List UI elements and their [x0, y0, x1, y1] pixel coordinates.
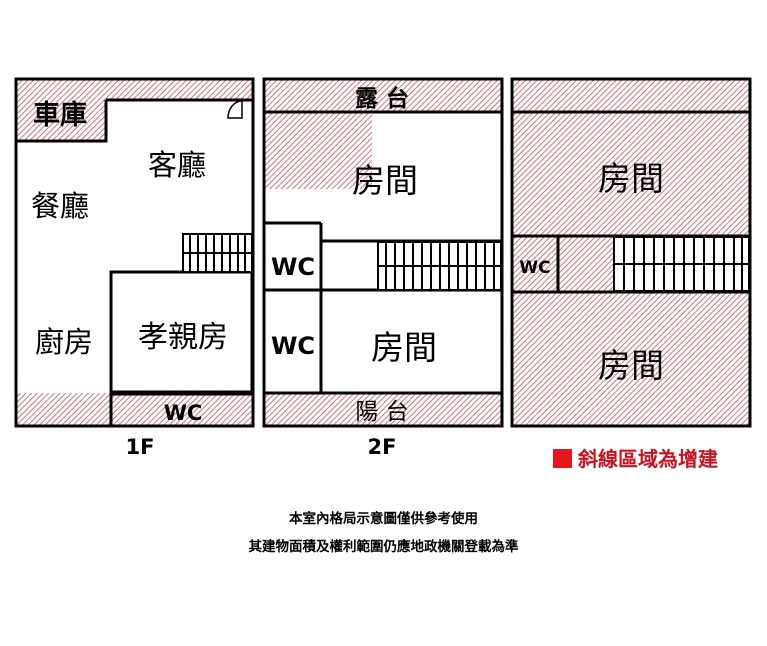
- floor-3f: 房間 WC 房間: [510, 77, 752, 428]
- room-label-kitchen: 廚房: [35, 325, 93, 359]
- room-label-wc-2f-upper: WC: [271, 253, 315, 281]
- room-label-room-2f-upper: 房間: [352, 161, 418, 200]
- disclaimer-line-2: 其建物面積及權利範圍仍應地政機關登載為準: [248, 539, 519, 555]
- hatch-wc-1f: [111, 393, 252, 425]
- room-label-parent-room: 孝親房: [138, 320, 228, 355]
- floor-1f: 車庫 客廳 餐廳 廚房 孝親房 WC 1F: [14, 77, 255, 459]
- floor-label-1f: 1F: [126, 435, 155, 459]
- room-label-room-3f-lower: 房間: [598, 346, 664, 385]
- hatch-3f-upper-room: [513, 112, 749, 236]
- stairs-2f: [377, 241, 502, 291]
- room-label-terrace: 露 台: [355, 85, 409, 112]
- room-label-room-3f-upper: 房間: [598, 159, 664, 198]
- hatch-garage: [17, 80, 106, 141]
- legend-swatch: [553, 449, 572, 468]
- hatch-terrace: [265, 79, 501, 112]
- room-label-wc-3f: WC: [519, 258, 550, 278]
- parent-room-wall: [109, 270, 254, 394]
- room-label-garage: 車庫: [33, 100, 87, 131]
- stairs-3f: [613, 236, 750, 292]
- hatch-3f-lower-room: [513, 292, 749, 426]
- legend-text: 斜線區域為增建: [577, 447, 718, 471]
- room-label-dining-room: 餐廳: [31, 189, 89, 223]
- disclaimer-line-1: 本室內格局示意圖僅供參考使用: [289, 511, 478, 527]
- hatch-balcony: [265, 393, 501, 426]
- hatch-bottom-left: [17, 393, 111, 425]
- stairs-1f: [182, 233, 253, 273]
- room-label-room-2f-lower: 房間: [371, 328, 437, 367]
- room-label-living-room: 客廳: [148, 148, 206, 182]
- hatch-top-strip: [106, 80, 252, 100]
- floor-2f: 露 台 房間 WC WC 房間 陽 台 2F: [262, 77, 504, 459]
- garage-wall: [17, 100, 108, 143]
- hatch-3f-wc: [513, 236, 558, 292]
- door-swing: [227, 100, 243, 119]
- legend: 斜線區域為增建: [553, 447, 718, 471]
- hatch-3f-top-strip: [513, 79, 749, 112]
- room-label-balcony: 陽 台: [355, 399, 408, 425]
- hatch-room-corner: [265, 113, 372, 189]
- room-label-wc-1f: WC: [164, 401, 203, 425]
- hatch-3f-hall: [558, 236, 614, 292]
- floor-label-2f: 2F: [368, 435, 397, 459]
- room-label-wc-2f-lower: WC: [271, 332, 315, 360]
